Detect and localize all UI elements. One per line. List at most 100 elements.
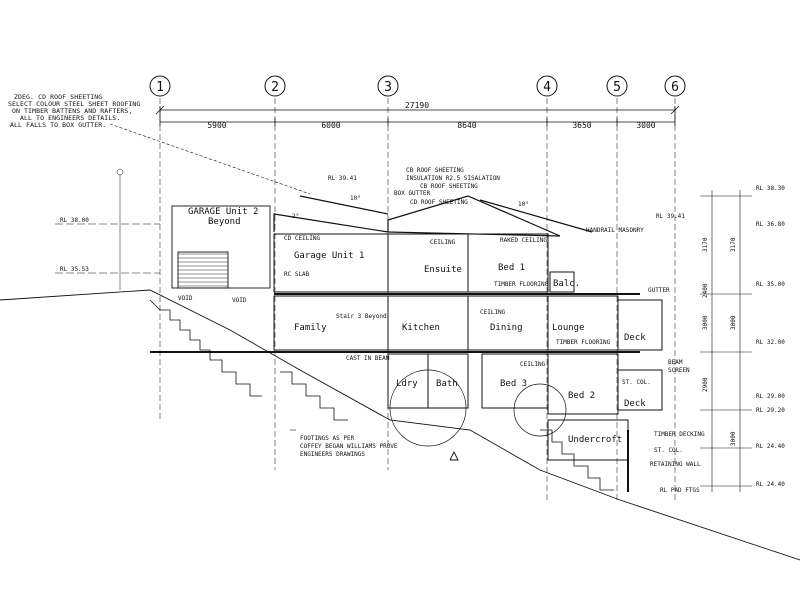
roof-note-block: ZDEG. CD ROOF SHEETING SELECT COLOUR STE…	[8, 93, 140, 129]
rl-left-1: RL 38.00	[60, 217, 89, 224]
bay-dim-2: 6000	[321, 121, 340, 130]
garage-beyond-outline	[171, 205, 271, 289]
grid-label-4: 4	[543, 80, 551, 95]
grid-label-6: 6	[671, 80, 679, 95]
rl-right: RL 29.00	[756, 393, 785, 400]
grid-label-1: 1	[156, 80, 164, 95]
room-bath: Bath	[436, 379, 458, 389]
room-garage-unit-1: Garage Unit 1	[294, 251, 364, 261]
room-balc: Balc.	[553, 279, 580, 289]
note-cd-ceiling: CD CEILING	[284, 235, 321, 242]
room-garage-beyond-sub: Beyond	[208, 217, 241, 227]
room-bed-2: Bed 2	[568, 391, 595, 401]
note-timber-flooring: TIMBER FLOORING	[494, 281, 549, 288]
lower-floor	[387, 353, 663, 461]
roof-note-insulation: INSULATION R2.5 SISALATION	[406, 175, 500, 182]
room-deck-lower: Deck	[624, 399, 646, 409]
roof-notes: CB ROOF SHEETING INSULATION R2.5 SISALAT…	[292, 167, 529, 220]
footing-note: FOOTINGS AS PER COFFEY BEGAN WILLIAMS PR…	[290, 429, 398, 458]
roof-rl-right: RL 39.41	[656, 213, 685, 220]
grid-bubbles	[149, 75, 686, 97]
roof-note-line: ON TIMBER BATTENS AND RAFTERS,	[12, 107, 132, 115]
vdim-6: 2900	[702, 377, 709, 392]
rl-right: RL 32.00	[756, 339, 785, 346]
right-rl-labels: RL 38.30 RL 36.80 RL 35.00 RL 32.00 RL 2…	[756, 185, 785, 488]
note-void-a: VOID	[178, 295, 193, 302]
note-ceiling-2: CEILING	[480, 309, 506, 316]
roof-pitch-2: 10°	[518, 201, 529, 208]
roof-note-gutter: BOX GUTTER	[394, 190, 431, 197]
note-timber-flooring-2: TIMBER FLOORING	[556, 339, 611, 346]
middle-floor	[150, 295, 663, 353]
roof-note-line: ALL FALLS TO BOX GUTTER.	[10, 121, 106, 129]
roof-note-line: SELECT COLOUR STEEL SHEET ROOFING	[8, 100, 140, 108]
grid-label-2: 2	[271, 80, 279, 95]
grid-label-5: 5	[613, 80, 621, 95]
bay-dim-5: 3000	[636, 121, 655, 130]
rl-right: RL 38.30	[756, 185, 785, 192]
rl-right: RL 24.40	[756, 443, 785, 450]
room-lounge: Lounge	[552, 323, 585, 333]
room-deck-upper: Deck	[624, 333, 646, 343]
roof-note-rl: RL 39.41	[328, 175, 357, 182]
room-ensuite: Ensuite	[424, 265, 462, 275]
room-stair-beyond: Stair 3 Beyond	[336, 313, 387, 320]
dimension-lines	[155, 105, 680, 126]
upper-floor	[273, 233, 640, 295]
room-kitchen: Kitchen	[402, 323, 440, 333]
footing-line: FOOTINGS AS PER	[300, 435, 355, 442]
roof-note-cd: CD ROOF SHEETING	[410, 199, 468, 206]
roof-note-cb: CB ROOF SHEETING	[420, 183, 478, 190]
rl-right: RL 36.80	[756, 221, 785, 228]
label-gutter: GUTTER	[648, 287, 670, 294]
roof-structure	[273, 195, 593, 237]
overall-dim: 27190	[405, 101, 429, 110]
room-undercroft: Undercroft	[568, 435, 622, 445]
label-pad-ftgs: RL PAD FTGS	[660, 487, 700, 494]
leader-line	[109, 123, 311, 195]
vdim-2: 3170	[730, 237, 737, 252]
note-void-b: VOID	[232, 297, 247, 304]
room-ldry: Ldry	[396, 379, 418, 389]
rl-right: RL 35.00	[756, 281, 785, 288]
room-family: Family	[294, 323, 327, 333]
bay-dim-3: 8640	[457, 121, 476, 130]
footing-line: COFFEY BEGAN WILLIAMS PROVE	[300, 443, 398, 450]
label-st-col-2: ST. COL.	[654, 447, 683, 454]
label-handrail: HANDRAIL MASONRY	[586, 227, 644, 234]
vdim-5: 3000	[730, 315, 737, 330]
rl-right: RL 24.40	[756, 481, 785, 488]
label-retaining-wall: RETAINING WALL	[650, 461, 701, 468]
grid-label-3: 3	[384, 80, 392, 95]
room-bed-3: Bed 3	[500, 379, 527, 389]
bay-dim-1: 5900	[207, 121, 226, 130]
rl-right: RL 29.20	[756, 407, 785, 414]
rl-left-2: RL 35.53	[60, 266, 89, 273]
room-bed-1: Bed 1	[498, 263, 525, 273]
vdim-7: 3000	[730, 431, 737, 446]
note-ceiling-3: CEILING	[520, 361, 546, 368]
vdim-3: 2400	[702, 283, 709, 298]
terrain	[0, 289, 800, 561]
note-ceiling: CEILING	[430, 239, 456, 246]
right-labels: HANDRAIL MASONRY GUTTER BEAM SCREEN ST. …	[586, 227, 705, 494]
note-raked-ceiling: RAKED CEILING	[500, 237, 547, 244]
room-garage-beyond: GARAGE Unit 2	[188, 207, 258, 217]
label-beam: BEAM	[668, 359, 683, 366]
footing-line: ENGINEERS DRAWINGS	[300, 451, 365, 458]
note-cast-in: CAST IN BEAM	[346, 355, 390, 362]
roof-note-a: CB ROOF SHEETING	[406, 167, 464, 174]
left-level-lines	[55, 168, 160, 290]
label-screen: SCREEN	[668, 367, 690, 374]
vdim-4: 3000	[702, 315, 709, 330]
note-rc-slab: RC SLAB	[284, 271, 310, 278]
bay-dim-4: 3650	[572, 121, 591, 130]
roof-note-line: ZDEG. CD ROOF SHEETING	[14, 93, 102, 101]
label-st-col: ST. COL.	[622, 379, 651, 386]
vdim-1: 3170	[702, 237, 709, 252]
roof-pitch-3: 2°	[292, 213, 299, 220]
label-timber-decking: TIMBER DECKING	[654, 431, 705, 438]
roof-pitch-1: 10°	[350, 195, 361, 202]
right-dimension-lines	[700, 190, 752, 492]
